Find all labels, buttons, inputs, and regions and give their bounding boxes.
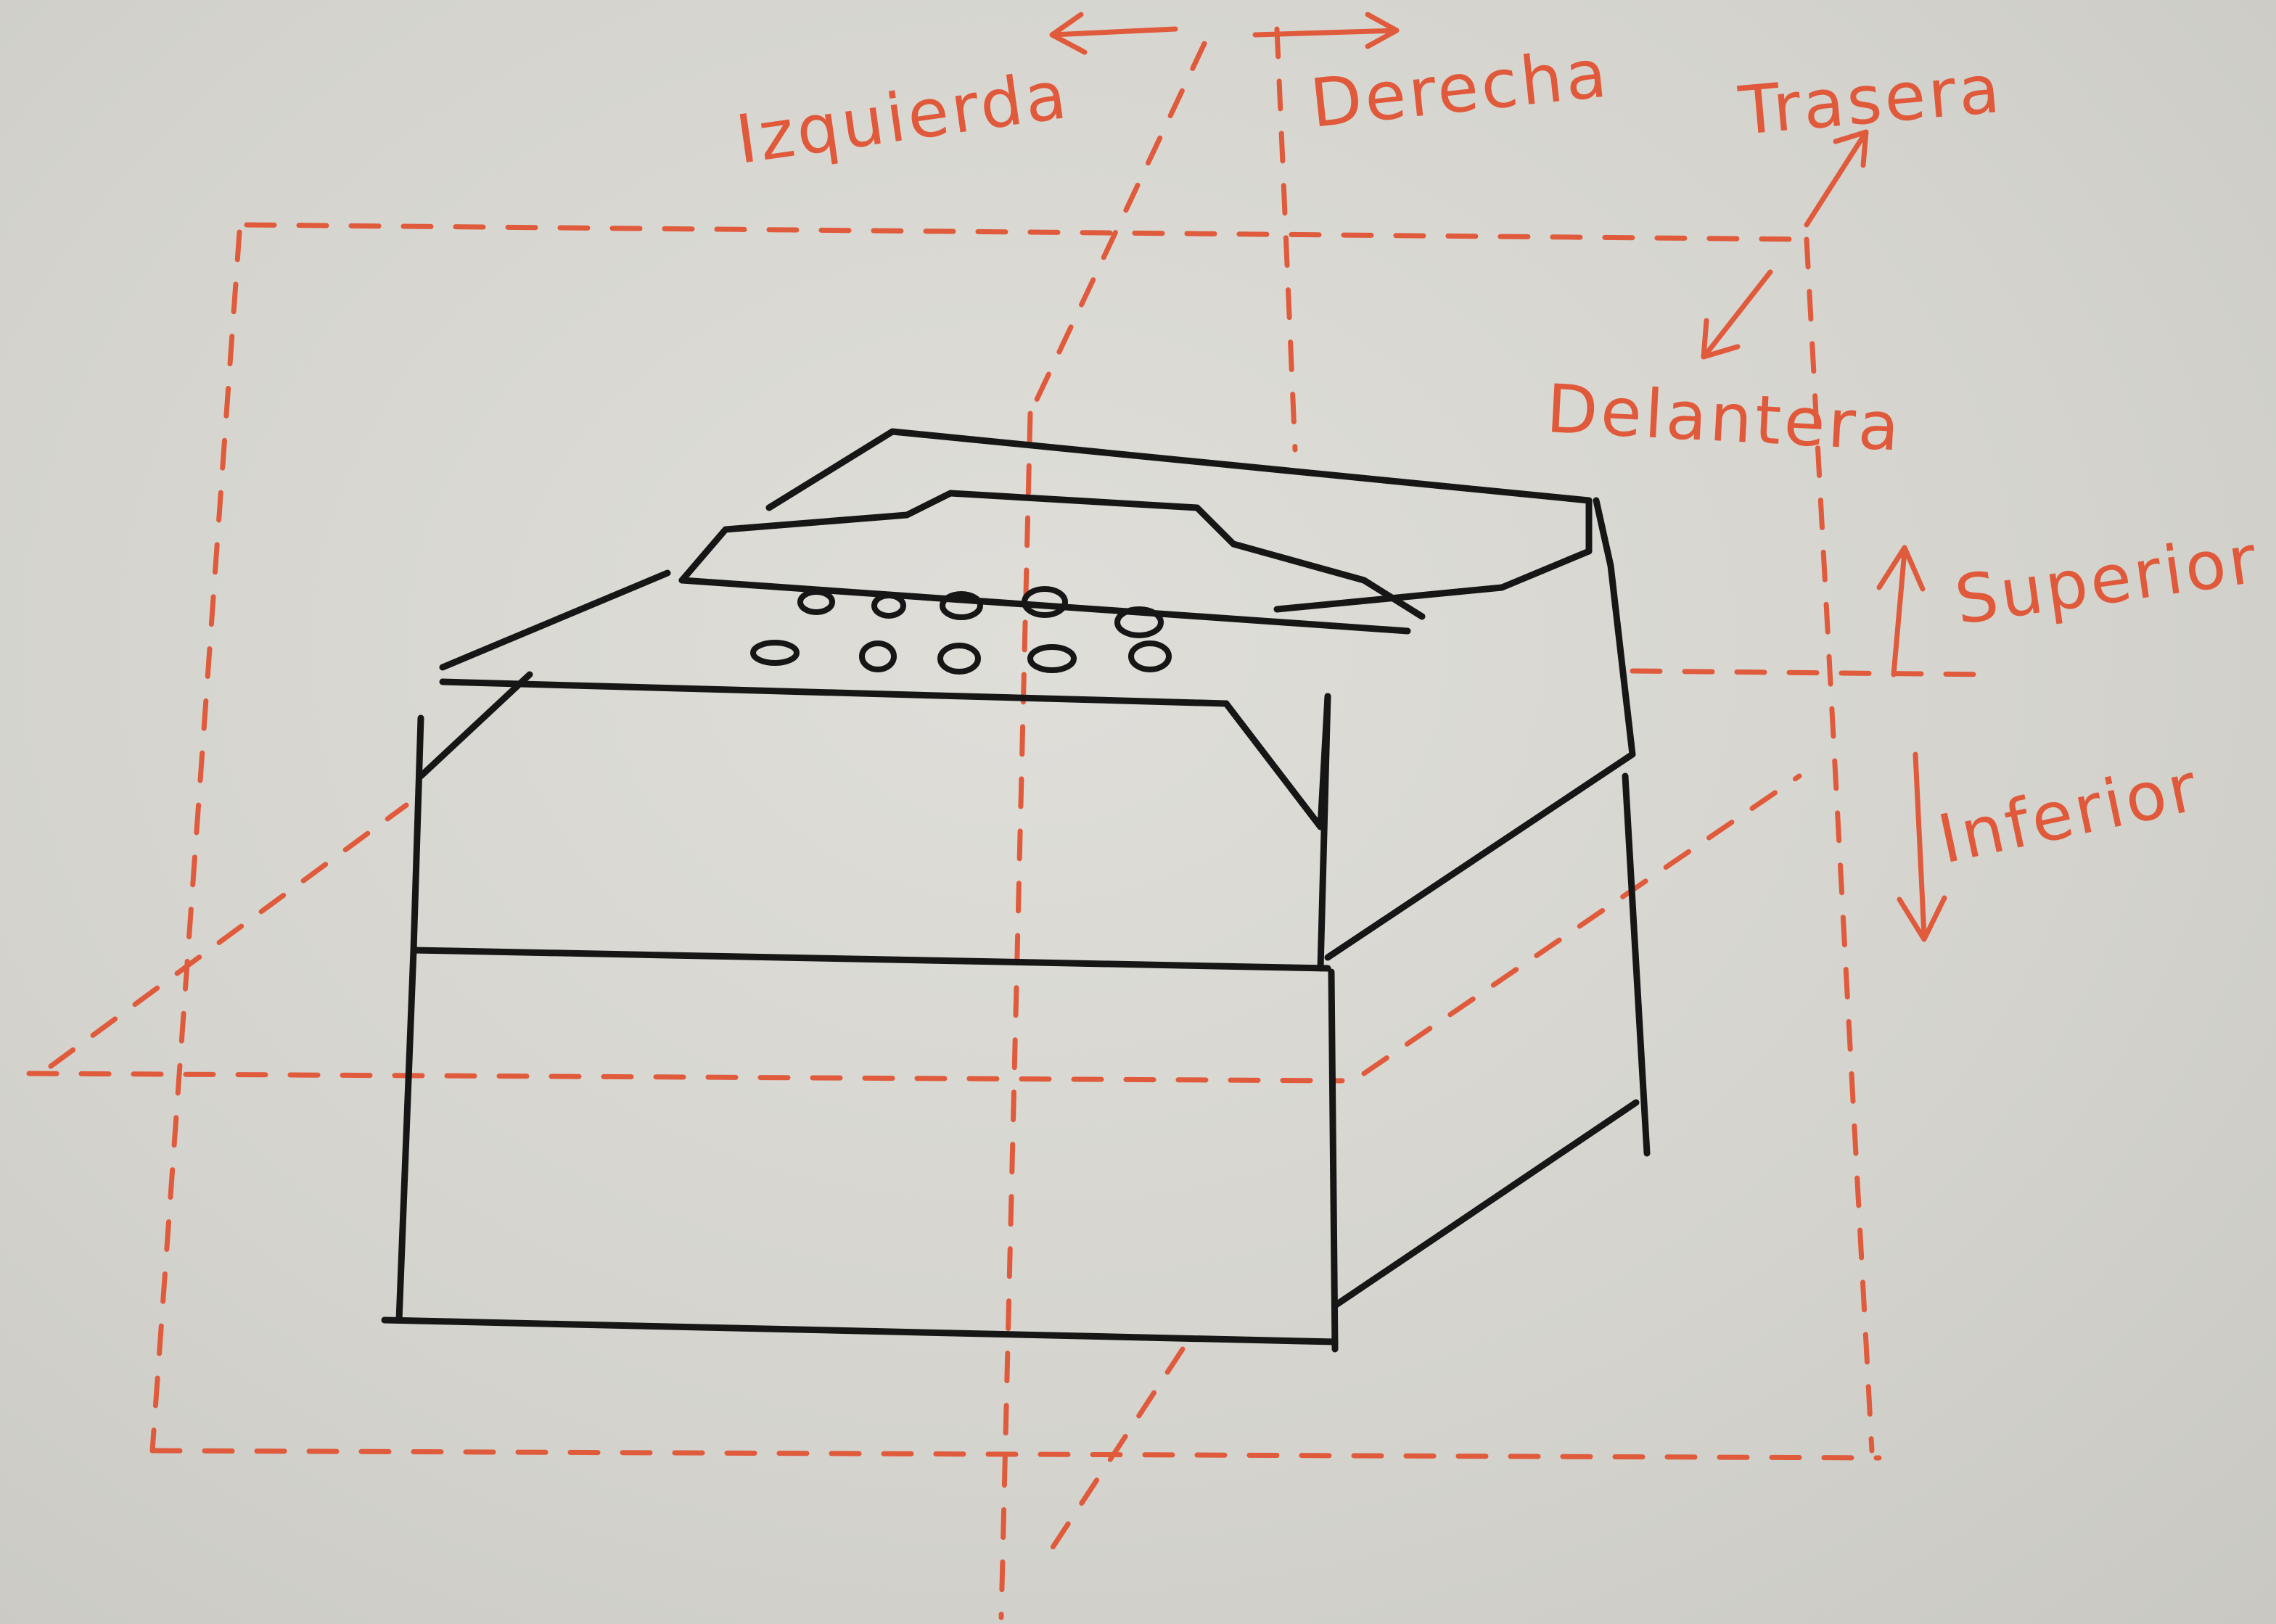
down-arrow xyxy=(1899,754,1944,939)
printer-lower-left-side xyxy=(399,950,414,1320)
frame-top-edge xyxy=(247,225,1807,239)
printer-upper-right-side xyxy=(1320,696,1328,968)
depth-diagonal-right xyxy=(1364,776,1799,1073)
direction-arrows xyxy=(1052,15,1944,939)
control-button xyxy=(874,595,903,616)
control-button xyxy=(940,646,978,672)
printer-top-left-edge xyxy=(443,573,667,667)
control-button xyxy=(1030,647,1074,670)
left-label: Izquierda xyxy=(731,56,1074,179)
back-arrow xyxy=(1807,132,1866,225)
top-label: Superior xyxy=(1950,520,2264,640)
control-button xyxy=(800,592,832,612)
up-arrow xyxy=(1879,548,1923,675)
vertical-upper-axis xyxy=(1277,29,1295,450)
horizontal-mid-axis xyxy=(29,1073,1342,1081)
printer-upper-left-side xyxy=(414,718,421,950)
printer-top-right-edge xyxy=(1277,500,1589,609)
frame-left-edge xyxy=(152,232,239,1451)
printer-right-top-corner xyxy=(1596,500,1632,754)
back-label: Trasera xyxy=(1735,50,2006,150)
printer-right-face-top xyxy=(1328,754,1632,957)
printer-upper-front-edge xyxy=(443,682,1226,704)
printer-sketch xyxy=(385,432,1647,1349)
printer-lower-right-front xyxy=(1331,972,1335,1349)
printer-upper-right-bevel xyxy=(1226,696,1328,827)
control-button xyxy=(862,643,894,669)
bottom-label: Inferior xyxy=(1931,748,2206,878)
frame-bottom-edge xyxy=(152,1451,1879,1458)
printer-right-back-edge xyxy=(1625,776,1647,1153)
depth-diagonal-left xyxy=(51,805,406,1066)
control-button xyxy=(1131,643,1169,669)
printer-top-back-edge xyxy=(769,432,1589,508)
horizontal-right-axis xyxy=(1632,671,1988,675)
control-button xyxy=(753,643,797,663)
axis-guides xyxy=(29,29,1988,1617)
printer-middle-seam xyxy=(414,950,1328,968)
printer-right-face-bottom xyxy=(1335,1102,1636,1306)
front-label: Delantera xyxy=(1545,370,1905,466)
front-arrow xyxy=(1704,272,1770,357)
printer-upper-left-bevel xyxy=(421,675,530,776)
left-arrow xyxy=(1052,15,1175,52)
right-label: Derecha xyxy=(1307,34,1613,143)
paper-tray-outline xyxy=(682,493,1422,617)
printer-bottom-edge xyxy=(385,1320,1335,1342)
